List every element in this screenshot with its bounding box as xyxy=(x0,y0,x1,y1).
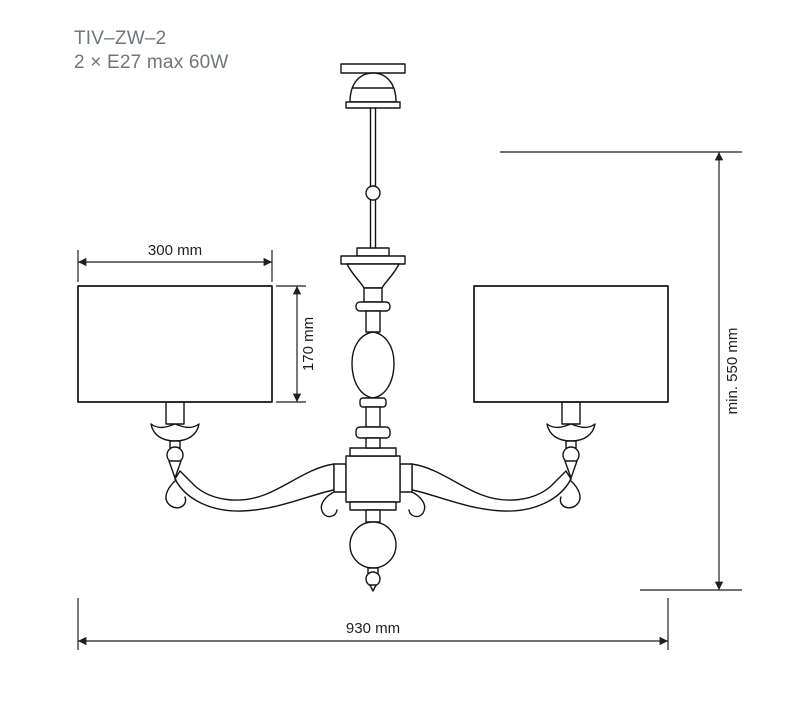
hub-bottom-flange xyxy=(349,501,397,511)
title-block: TIV–ZW–2 2 × E27 max 60W xyxy=(74,27,229,75)
rod-ball xyxy=(365,185,381,201)
arm-tip-curl-left xyxy=(165,479,187,509)
central-hub xyxy=(333,447,413,511)
left-shade xyxy=(77,285,273,403)
dimension-total-width xyxy=(77,598,669,650)
cup-taper xyxy=(168,460,182,479)
capital-top xyxy=(356,247,390,257)
right-shade xyxy=(473,285,669,403)
shaft-segment xyxy=(363,287,383,303)
ceiling-mount xyxy=(340,63,406,109)
drip-pan xyxy=(546,423,596,442)
dimension-shade-height xyxy=(276,285,306,403)
hub-top-flange xyxy=(349,447,397,457)
canopy-rim xyxy=(345,101,401,109)
left-arm xyxy=(174,463,335,512)
candle-tube xyxy=(561,401,581,425)
arm-scroll-left xyxy=(320,490,338,518)
neck xyxy=(365,437,381,449)
right-candle-cup xyxy=(546,401,596,479)
shade-width-label: 300 mm xyxy=(148,242,202,259)
hub-left-tab xyxy=(333,463,347,493)
right-arm xyxy=(411,463,572,512)
neck xyxy=(365,406,381,428)
drip-pan xyxy=(150,423,200,442)
lower-stem xyxy=(349,509,397,592)
chandelier-drawing xyxy=(77,63,669,592)
product-model: TIV–ZW–2 xyxy=(74,28,167,49)
min-height-label: min. 550 mm xyxy=(724,328,741,415)
capital-band xyxy=(340,255,406,265)
finial-ball xyxy=(365,571,381,587)
capital-taper xyxy=(346,263,400,289)
baluster-bulge xyxy=(351,331,395,399)
hanging-rod xyxy=(365,107,381,249)
column-baluster xyxy=(340,247,406,449)
neck xyxy=(365,509,381,523)
cup-taper xyxy=(564,460,578,479)
bottom-sphere xyxy=(349,521,397,569)
hub-right-tab xyxy=(399,463,413,493)
hub-block xyxy=(345,455,401,503)
dimension-shade-width xyxy=(77,250,273,282)
ring xyxy=(355,301,391,312)
arm-tip-curl-right xyxy=(559,479,581,509)
arm-scroll-right xyxy=(408,490,426,518)
ring xyxy=(355,426,391,439)
neck xyxy=(365,310,381,333)
left-candle-cup xyxy=(150,401,200,479)
ceiling-plate xyxy=(340,63,406,74)
ring xyxy=(359,397,387,408)
total-width-label: 930 mm xyxy=(346,620,400,637)
candle-tube xyxy=(165,401,185,425)
finial-tip xyxy=(369,584,377,592)
dimension-min-height xyxy=(500,151,742,591)
shade-height-label: 170 mm xyxy=(300,317,317,371)
lamp-spec: 2 × E27 max 60W xyxy=(74,52,229,73)
